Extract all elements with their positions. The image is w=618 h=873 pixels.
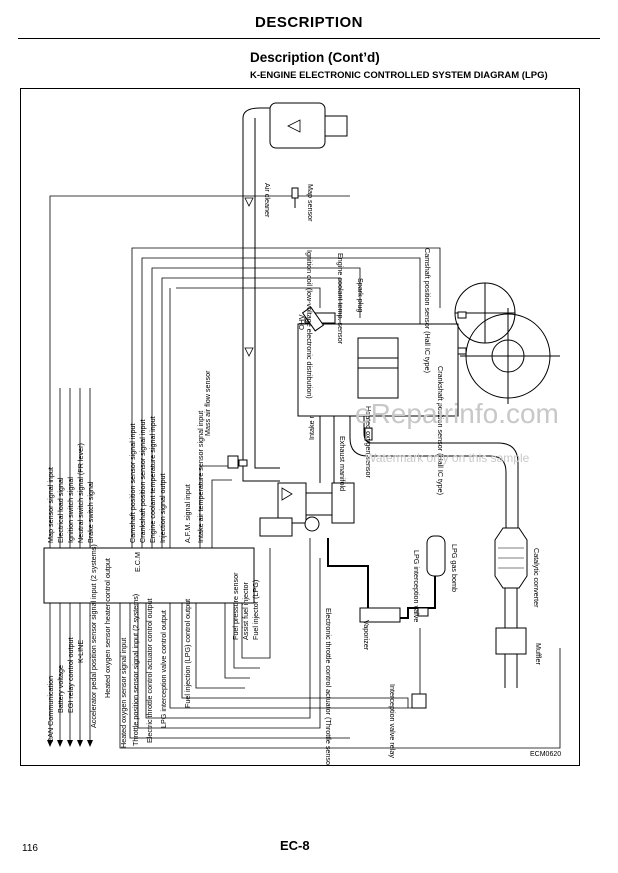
vaporizer-icon xyxy=(359,607,401,623)
ecm-box xyxy=(43,547,255,604)
map-sensor-icon xyxy=(291,187,299,208)
section-title: Description (Cont’d) xyxy=(250,50,380,65)
engine-coolant-label: Engine coolant temp. sensor xyxy=(336,253,345,345)
map-sensor-label: Map sensor xyxy=(306,184,315,222)
ohv-label: OHV xyxy=(297,314,306,330)
crankshaft-sensor-label: Crankshaft position sensor (Hall IC type… xyxy=(436,366,445,495)
diagram-frame xyxy=(20,88,580,766)
output-label: K-LINE xyxy=(76,640,85,663)
mass-air-flow-sensor-icon xyxy=(227,455,248,469)
input-label: Engine coolant temperature signal input xyxy=(148,416,157,543)
output-label: Battery voltage xyxy=(56,665,65,713)
watermark-site: eRepairinfo.com xyxy=(355,398,559,429)
output-label: Fuel injector (LPG) xyxy=(251,580,260,640)
ignition-coil-label: Ignition coil (low-voltage electronic di… xyxy=(305,250,314,399)
catalytic-converter-label: Catalytic converter xyxy=(532,548,541,608)
figure-code: ECM0620 xyxy=(530,751,562,758)
input-label: Map sensor signal input xyxy=(46,467,55,543)
air-duct xyxy=(242,107,280,482)
heated-oxygen-label: Heated oxygen sensor xyxy=(364,406,373,479)
intake-arrow-right xyxy=(281,487,293,501)
flow-arrow-down-1 xyxy=(244,197,254,207)
exhaust-pipe xyxy=(368,442,519,688)
camshaft-sensor-label: Camshaft position sensor (Hall IC type) xyxy=(423,248,432,373)
lpg-gas-bomb-label: LPG gas bomb xyxy=(450,544,459,592)
catalytic-converter-icon xyxy=(494,527,528,589)
output-label: Heated oxygen sensor heater control outp… xyxy=(103,558,112,698)
output-label: LPG interception valve control output xyxy=(159,610,168,728)
spark-plug-label: Spark plug xyxy=(356,278,365,312)
system-diagram: E.C.M xyxy=(43,102,561,766)
output-label: CAN Communication xyxy=(46,676,55,743)
page-header: DESCRIPTION xyxy=(254,14,363,31)
output-label: Fuel pressure sensor xyxy=(231,572,240,640)
crankshaft-sensor-icon xyxy=(457,347,467,355)
muffler-icon xyxy=(495,627,527,655)
lpg-interception-valve-label: LPG interception valve xyxy=(412,550,421,622)
output-label: Throttle position sensor signal input (2… xyxy=(131,594,140,746)
flow-arrow-down-2 xyxy=(244,347,254,357)
ignition-coil-icon xyxy=(301,306,325,332)
footer-code: EC-8 xyxy=(280,838,310,853)
watermark-note: Watermark only on this sample xyxy=(365,451,530,465)
air-cleaner-label: Air cleaner xyxy=(263,183,272,218)
camshaft-sensor-icon xyxy=(457,311,467,319)
output-label: Fuel injection (LPG) control output xyxy=(183,599,192,708)
input-label: Crankshaft position sensor signal input xyxy=(138,420,147,543)
lpg-gas-bomb-icon xyxy=(426,535,446,577)
engine-block-icon xyxy=(297,312,459,417)
diagram-title: K-ENGINE ELECTRONIC CONTROLLED SYSTEM DI… xyxy=(250,70,548,81)
input-label: Ignition switch signal xyxy=(66,477,75,543)
page-number: 116 xyxy=(22,843,38,854)
input-labels: Map sensor signal input Electrical load … xyxy=(46,411,205,543)
throttle-actuator-label: Electronic throttle control actuator (Th… xyxy=(324,608,333,766)
camshaft-wheel-icon xyxy=(454,282,560,404)
air-cleaner-icon xyxy=(269,102,348,149)
output-label: Assist fuel injector xyxy=(241,581,250,640)
output-wires xyxy=(49,538,561,749)
heated-oxygen-sensor-icon xyxy=(364,427,373,441)
interception-valve-relay-icon xyxy=(411,693,427,709)
output-label: Heated oxygen sensor signal input xyxy=(119,638,128,748)
input-label: Injection signal output xyxy=(158,473,167,543)
vaporizer-label: Vaporizer xyxy=(362,620,371,651)
wire-arrows xyxy=(47,740,93,747)
output-label: Accelerator pedal position sensor signal… xyxy=(89,544,98,728)
mass-air-flow-label: Mass air flow sensor xyxy=(203,370,212,436)
header-rule xyxy=(18,38,600,39)
input-wires xyxy=(49,195,441,548)
input-label: Brake switch signal xyxy=(86,481,95,543)
lpg-interception-valve-icon xyxy=(417,607,429,617)
exhaust-manifold-label: Exhaust manifold xyxy=(338,436,347,491)
input-label: Camshaft position sensor signal input xyxy=(128,424,137,543)
input-label: A.F.M. signal input xyxy=(183,484,192,543)
output-label: EGI relay control output xyxy=(66,637,75,713)
input-label: Electrical load signal xyxy=(56,477,65,543)
output-labels: CAN Communication Battery voltage EGI re… xyxy=(46,544,260,748)
interception-valve-relay-label: Interception valve relay xyxy=(388,684,397,758)
output-label: Electric throttle control actuator contr… xyxy=(145,598,154,743)
input-label: Intake air temperature sensor signal inp… xyxy=(196,411,205,543)
ecm-label: E.C.M xyxy=(133,552,142,572)
muffler-label: Muffler xyxy=(534,643,543,665)
input-label: Neutral switch signal (FR lever) xyxy=(76,443,85,543)
